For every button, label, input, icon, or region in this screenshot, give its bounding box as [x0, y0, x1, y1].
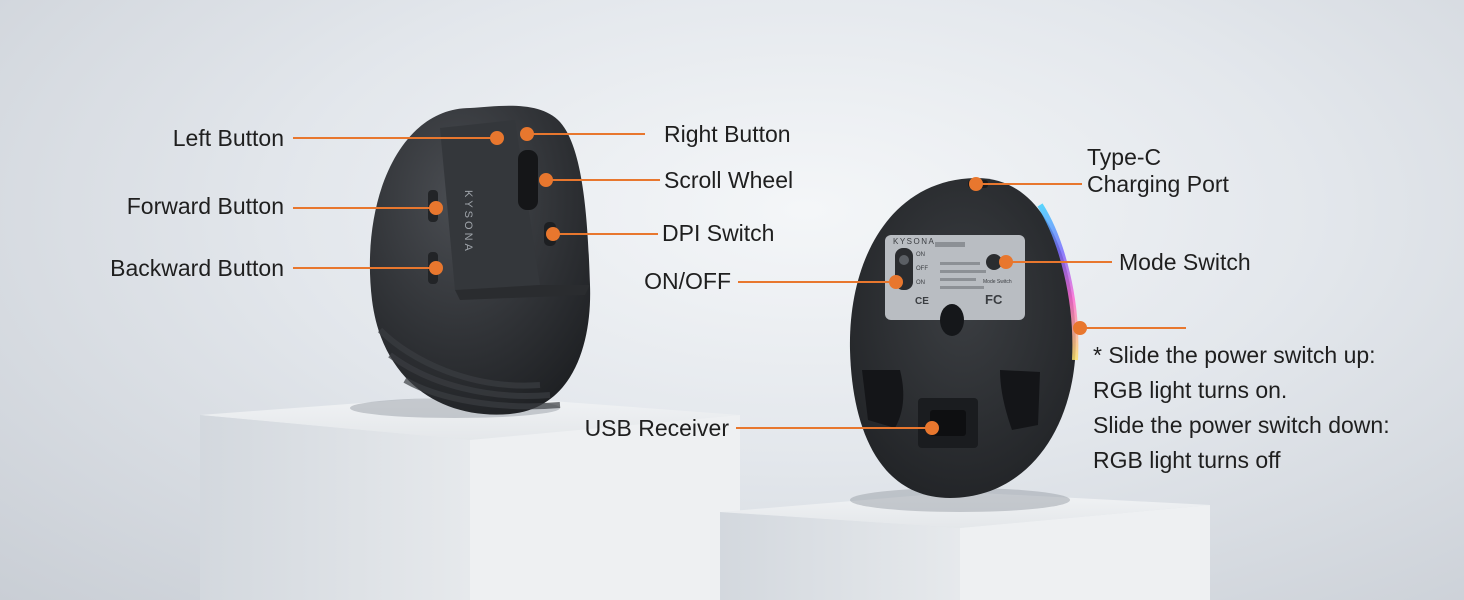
sticker-fc-mark: FC	[985, 292, 1003, 307]
callout-dot-rgb-light	[1073, 321, 1087, 335]
note-line-3: Slide the power switch down:	[1093, 412, 1390, 438]
callout-dot-scroll-wheel	[539, 173, 553, 187]
mouse-bottom-view	[849, 177, 1079, 512]
sticker-off-label: OFF	[916, 266, 928, 272]
sticker-on-label: ON	[916, 252, 925, 258]
label-charging-port: Charging Port	[1087, 171, 1229, 197]
sticker-on2-label: ON	[916, 280, 925, 286]
label-right-button: Right Button	[664, 121, 791, 147]
rgb-light-note: * Slide the power switch up: RGB light t…	[1093, 338, 1390, 478]
callout-dot-on-off	[889, 275, 903, 289]
callout-lines	[293, 127, 1186, 435]
sticker-mode-label: Mode Switch	[983, 279, 1012, 285]
callout-dot-type-c	[969, 177, 983, 191]
callout-dot-forward-button	[429, 201, 443, 215]
label-left-button: Left Button	[172, 125, 284, 151]
sticker-ce-mark: CE	[915, 296, 929, 307]
label-mode-switch: Mode Switch	[1119, 249, 1251, 275]
callout-dot-right-button	[520, 127, 534, 141]
label-usb-receiver: USB Receiver	[584, 415, 729, 441]
callout-dot-left-button	[490, 131, 504, 145]
note-line-2: RGB light turns on.	[1093, 377, 1288, 403]
label-type-c: Type-C	[1087, 144, 1162, 170]
callout-dot-usb-receiver	[925, 421, 939, 435]
note-line-1: * Slide the power switch up:	[1093, 342, 1376, 368]
mouse-side-view	[350, 105, 591, 418]
callout-dot-dpi-switch	[546, 227, 560, 241]
label-backward-button: Backward Button	[110, 255, 284, 281]
callout-dot-backward-button	[429, 261, 443, 275]
label-on-off: ON/OFF	[644, 268, 731, 294]
brand-logo: KYSONA	[462, 190, 474, 254]
note-line-4: RGB light turns off	[1093, 447, 1281, 473]
sticker-brand: KYSONA	[893, 237, 935, 246]
callout-dot-mode-switch	[999, 255, 1013, 269]
label-forward-button: Forward Button	[126, 193, 284, 219]
label-dpi-switch: DPI Switch	[662, 220, 775, 246]
label-scroll-wheel: Scroll Wheel	[664, 167, 794, 193]
left-pedestal	[200, 395, 740, 600]
